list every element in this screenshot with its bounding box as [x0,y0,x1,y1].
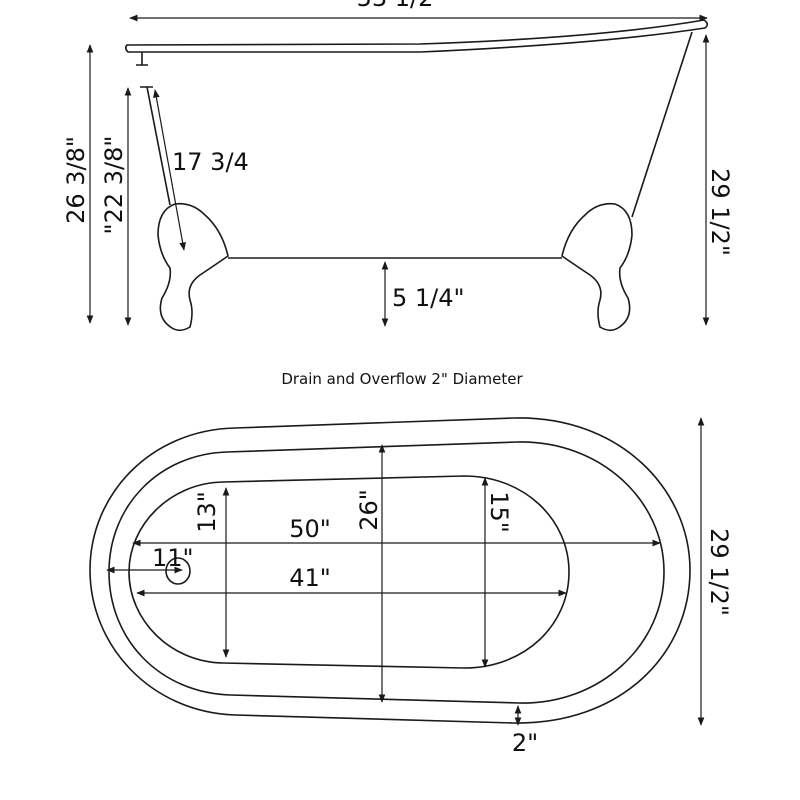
floor-clearance-label: 5 1/4" [392,284,465,312]
interior-width-label: 26" [355,489,383,531]
side-view: 53 1/2 17 3/4 5 1/4" 26 3/8" "22 3/8" 29… [62,0,734,332]
right-claw-foot [561,202,633,332]
outer-rim-outline [89,417,691,724]
drain-height-label: "22 3/8" [100,136,128,235]
left-claw-foot [157,202,229,332]
overflow-pipe [136,52,148,66]
tub-rim [124,19,709,53]
inner-rim-outline [108,441,665,704]
tub-back-wall [631,31,693,218]
bottom-length-label: 50" [289,515,331,543]
overall-height-label: 29 1/2" [706,168,734,256]
rim-height-label: 26 3/8" [62,136,90,224]
rim-width-label: 2" [512,729,538,757]
interior-depth-dimension [153,89,186,251]
top-view: 50" 41" 11" 13" 26" 15" 2" 29 1/2" [89,417,733,757]
overall-length-label: 53 1/2 [357,0,434,12]
tub-floor-outline [128,475,570,669]
drain-caption: Drain and Overflow 2" Diameter [281,370,523,388]
overall-width-label: 29 1/2" [705,528,733,616]
interior-bottom-length-label: 41" [289,564,331,592]
drain-offset-label: 11" [152,544,194,572]
foot-width-label: 15" [485,491,513,533]
interior-depth-label: 17 3/4 [172,148,249,176]
head-width-label: 13" [193,491,221,533]
